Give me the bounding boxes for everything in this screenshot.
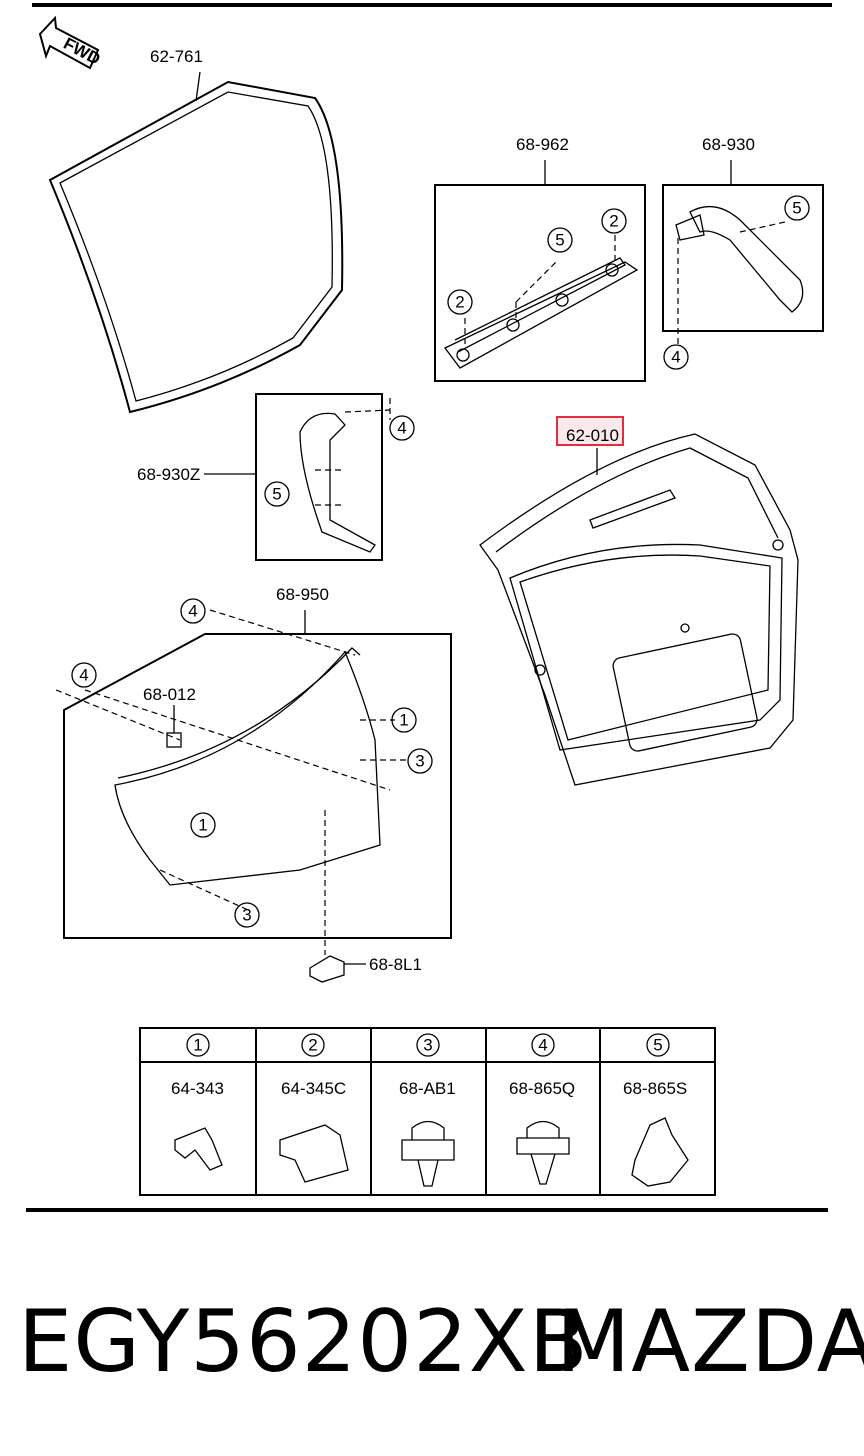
legend-col-4: 4 68-865Q (509, 1033, 575, 1185)
trim-left-part (204, 393, 391, 561)
svg-text:4: 4 (188, 602, 197, 621)
ref-circle-4: 4 (180, 598, 206, 624)
push-clip-icon (401, 1120, 455, 1187)
trim-right-part (662, 160, 824, 345)
ref-circle-2: 2 (447, 289, 473, 315)
part-number: EGY56202XB (18, 1292, 589, 1392)
legend-col-3: 3 68-AB1 (399, 1033, 456, 1187)
callout-68-950: 68-950 (276, 585, 329, 604)
fwd-arrow-icon: FWD (38, 15, 103, 70)
brand-name: MAZDA (556, 1292, 864, 1392)
svg-text:4: 4 (79, 666, 88, 685)
svg-text:4: 4 (671, 348, 680, 367)
callout-68-8L1: 68-8L1 (369, 955, 422, 974)
legend-col-5: 5 68-865S (623, 1033, 689, 1187)
ref-circle-1: 1 (391, 707, 417, 733)
legend-num-3: 3 (423, 1036, 432, 1055)
svg-text:5: 5 (792, 199, 801, 218)
legend-num-4: 4 (538, 1036, 547, 1055)
garnish-upper-part (434, 160, 646, 382)
legend-part-68-865Q: 68-865Q (509, 1079, 575, 1098)
svg-text:2: 2 (609, 212, 618, 231)
callout-68-012: 68-012 (143, 685, 196, 704)
legend-col-2: 2 64-345C (279, 1033, 349, 1183)
callout-62-761: 62-761 (150, 47, 203, 66)
ref-circle-3: 3 (234, 902, 260, 928)
nut-icon (279, 1124, 349, 1183)
legend-part-64-345C: 64-345C (281, 1079, 346, 1098)
ref-circle-2: 2 (601, 208, 627, 234)
legend-part-64-343: 64-343 (171, 1079, 224, 1098)
ref-circle-5: 5 (784, 195, 810, 221)
svg-text:2: 2 (455, 293, 464, 312)
callout-62-010: 62-010 (566, 426, 619, 445)
legend-col-1: 1 64-343 (171, 1033, 224, 1171)
ref-circle-3: 3 (407, 748, 433, 774)
svg-text:3: 3 (415, 752, 424, 771)
svg-text:5: 5 (555, 231, 564, 250)
weatherstrip-part (48, 71, 344, 414)
svg-text:4: 4 (397, 419, 406, 438)
ref-circle-4: 4 (71, 662, 97, 688)
callout-highlight (556, 416, 624, 446)
fastener-legend-table (139, 1027, 716, 1196)
callout-68-930: 68-930 (702, 135, 755, 154)
liftgate-part (479, 433, 799, 786)
svg-text:5: 5 (272, 485, 281, 504)
callout-68-930Z: 68-930Z (137, 465, 200, 484)
legend-part-68-AB1: 68-AB1 (399, 1079, 456, 1098)
legend-num-2: 2 (308, 1036, 317, 1055)
legend-part-68-865S: 68-865S (623, 1079, 687, 1098)
ref-circle-5: 5 (547, 227, 573, 253)
callout-68-962: 68-962 (516, 135, 569, 154)
clip-icon (174, 1127, 223, 1171)
rivet-icon (516, 1120, 570, 1185)
svg-text:3: 3 (242, 906, 251, 925)
ref-circle-4: 4 (389, 415, 415, 441)
ref-circle-1: 1 (190, 812, 216, 838)
retainer-icon (631, 1117, 689, 1187)
ref-circle-4: 4 (663, 344, 689, 370)
trim-lower-part (55, 609, 452, 955)
svg-text:1: 1 (198, 816, 207, 835)
legend-num-1: 1 (193, 1036, 202, 1055)
lamp-part (309, 955, 366, 983)
ref-circle-5: 5 (264, 481, 290, 507)
legend-num-5: 5 (653, 1036, 662, 1055)
svg-text:1: 1 (399, 711, 408, 730)
